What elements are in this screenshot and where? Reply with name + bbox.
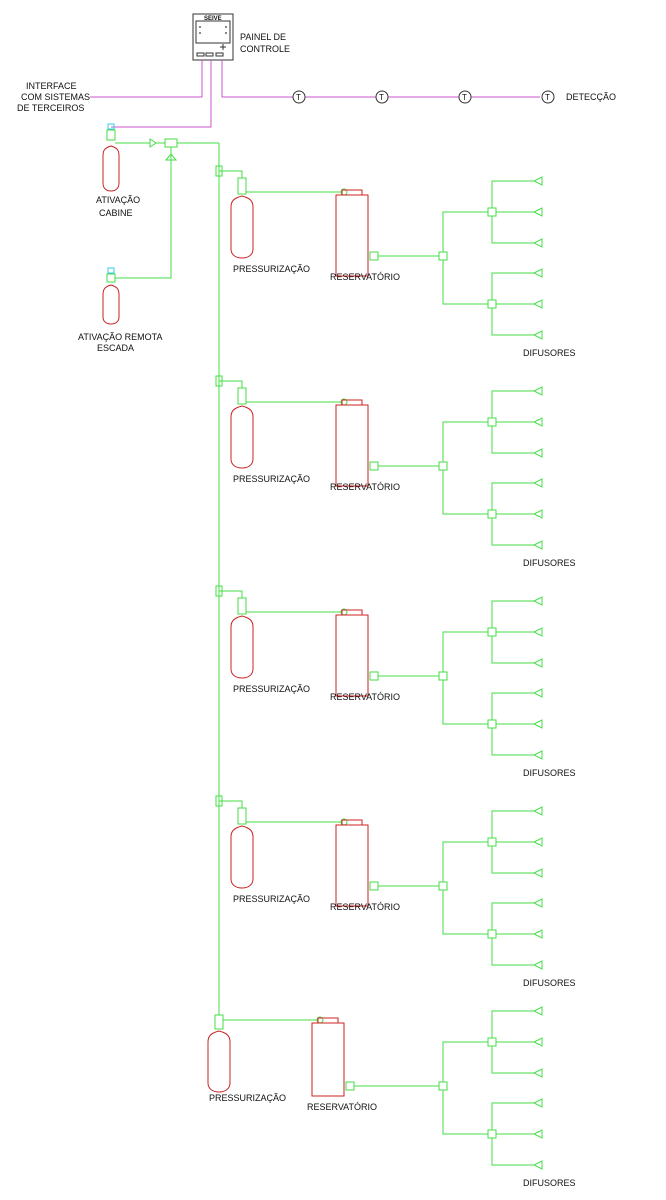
activation-remote-line2: ESCADA: [97, 343, 134, 353]
pressurization-label: PRESSURIZAÇÃO: [233, 684, 310, 694]
suppression-module: PRESSURIZAÇÃO RESERVATÓRIO DIFUSORES: [207, 1006, 576, 1188]
panel-brand: SEIVE: [204, 16, 222, 22]
suppression-module: PRESSURIZAÇÃO RESERVATÓRIO DIFUSORES: [215, 585, 576, 778]
detection-label: DETECÇÃO: [566, 92, 616, 102]
panel-label-line1: PAINEL DE: [240, 32, 286, 42]
interface-line1: INTERFACE: [26, 81, 77, 91]
reservoir-label: RESERVATÓRIO: [330, 482, 400, 492]
pressurization-label: PRESSURIZAÇÃO: [233, 894, 310, 904]
activation-remote-line1: ATIVAÇÃO REMOTA: [78, 332, 163, 342]
pressurization-label: PRESSURIZAÇÃO: [209, 1093, 286, 1103]
activation-cabin-cylinder: [102, 123, 120, 192]
pressurization-label: PRESSURIZAÇÃO: [233, 264, 310, 274]
reservoir-label: RESERVATÓRIO: [330, 272, 400, 282]
suppression-module: PRESSURIZAÇÃO RESERVATÓRIO DIFUSORES: [215, 795, 576, 988]
detection-sensor: T: [541, 90, 555, 104]
detection-sensor: T: [292, 90, 306, 104]
diffusers-label: DIFUSORES: [523, 768, 576, 778]
pressurization-label: PRESSURIZAÇÃO: [233, 474, 310, 484]
diffusers-label: DIFUSORES: [523, 978, 576, 988]
signal-lines: [90, 60, 540, 128]
suppression-module: PRESSURIZAÇÃO RESERVATÓRIO DIFUSORES: [215, 375, 576, 568]
diffusers-label: DIFUSORES: [523, 1178, 576, 1188]
sensor-symbol: T: [462, 93, 467, 102]
detection-sensor: T: [458, 90, 472, 104]
activation-remote-cylinder: [102, 267, 120, 325]
reservoir-label: RESERVATÓRIO: [330, 692, 400, 702]
activation-manifold: [115, 138, 219, 279]
panel-label-line2: CONTROLE: [240, 44, 290, 54]
interface-line2: COM SISTEMAS: [21, 92, 90, 102]
suppression-module: PRESSURIZAÇÃO RESERVATÓRIO DIFUSORES: [215, 165, 576, 358]
sensor-symbol: T: [296, 93, 301, 102]
diffusers-label: DIFUSORES: [523, 558, 576, 568]
sensor-symbol: T: [545, 93, 550, 102]
sensor-symbol: T: [379, 93, 384, 102]
activation-cabin-line1: ATIVAÇÃO: [96, 195, 140, 205]
interface-line3: DE TERCEIROS: [17, 103, 84, 113]
reservoir-label: RESERVATÓRIO: [307, 1102, 377, 1112]
reservoir-label: RESERVATÓRIO: [330, 902, 400, 912]
activation-cabin-line2: CABINE: [99, 208, 133, 218]
detection-sensor: T: [375, 90, 389, 104]
control-panel: SEIVE: [192, 13, 234, 61]
diffusers-label: DIFUSORES: [523, 348, 576, 358]
